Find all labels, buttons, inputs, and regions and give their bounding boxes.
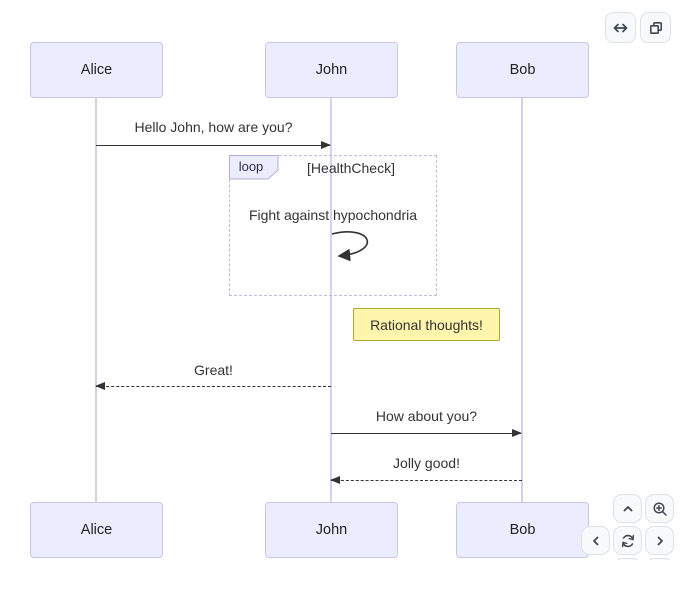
copy-icon	[648, 20, 664, 36]
pan-zoom-controls	[578, 492, 678, 560]
resize-horizontal-button[interactable]	[605, 12, 636, 43]
zoom-out-button[interactable]	[645, 558, 674, 560]
message-arrow-hello	[96, 141, 331, 149]
message-arrow-how	[331, 429, 522, 437]
chevron-up-icon	[621, 502, 635, 516]
message-text-jolly: Jolly good!	[393, 455, 460, 471]
pan-right-button[interactable]	[645, 526, 674, 555]
actor-label: Bob	[509, 522, 536, 538]
self-loop-arrow	[331, 231, 369, 262]
resize-horizontal-icon	[612, 20, 629, 36]
loop-label: loop	[238, 159, 264, 174]
pan-up-button[interactable]	[613, 494, 642, 523]
actor-top-john: John	[265, 42, 398, 98]
pan-left-button[interactable]	[581, 526, 610, 555]
actor-label: Alice	[80, 522, 113, 538]
message-text-how: How about you?	[375, 408, 478, 424]
loop-frame: loop [HealthCheck]	[229, 155, 437, 296]
lifeline-bob	[521, 98, 523, 502]
reset-view-button[interactable]	[613, 526, 642, 555]
copy-button[interactable]	[640, 12, 671, 43]
actor-label: Alice	[80, 62, 113, 78]
chevron-right-icon	[653, 534, 667, 548]
actor-bottom-bob: Bob	[456, 502, 589, 558]
actor-bottom-alice: Alice	[30, 502, 163, 558]
circular-arrows-icon	[620, 533, 636, 549]
message-text-hello: Hello John, how are you?	[134, 119, 293, 135]
zoom-in-button[interactable]	[645, 494, 674, 523]
actor-top-bob: Bob	[456, 42, 589, 98]
actor-top-alice: Alice	[30, 42, 163, 98]
message-arrow-great	[95, 382, 331, 390]
message-text-fight: Fight against hypochondria	[248, 207, 418, 223]
pan-down-button[interactable]	[613, 558, 642, 560]
lifeline-john	[330, 98, 332, 502]
message-text-great: Great!	[194, 362, 233, 378]
actor-bottom-john: John	[265, 502, 398, 558]
actor-label: Bob	[509, 62, 536, 78]
message-arrow-jolly	[330, 476, 522, 484]
chevron-left-icon	[589, 534, 603, 548]
loop-label-tag	[229, 155, 279, 180]
actor-label: John	[315, 522, 348, 538]
note-box: Rational thoughts!	[353, 308, 500, 341]
lifeline-alice	[95, 98, 97, 502]
loop-condition: [HealthCheck]	[307, 160, 395, 176]
note-text: Rational thoughts!	[370, 316, 483, 333]
actor-label: John	[315, 62, 348, 78]
magnifier-plus-icon	[652, 501, 668, 517]
